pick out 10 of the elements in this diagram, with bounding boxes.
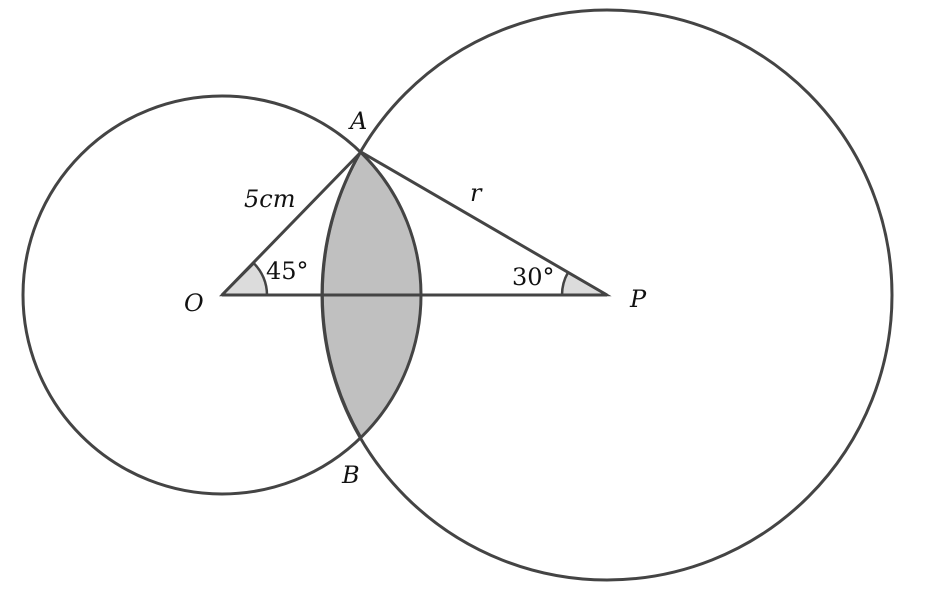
point-label: P (630, 286, 646, 312)
edge-label: r (470, 180, 482, 206)
point-label: O (184, 290, 204, 316)
line-segment (222, 294, 607, 296)
line-segment (360, 150, 608, 296)
point-label: A (350, 108, 368, 134)
edge-label: 5cm (244, 186, 296, 212)
point-label: B (342, 462, 360, 488)
angle-label: 45° (266, 258, 309, 284)
angle-label: 30° (512, 264, 555, 290)
